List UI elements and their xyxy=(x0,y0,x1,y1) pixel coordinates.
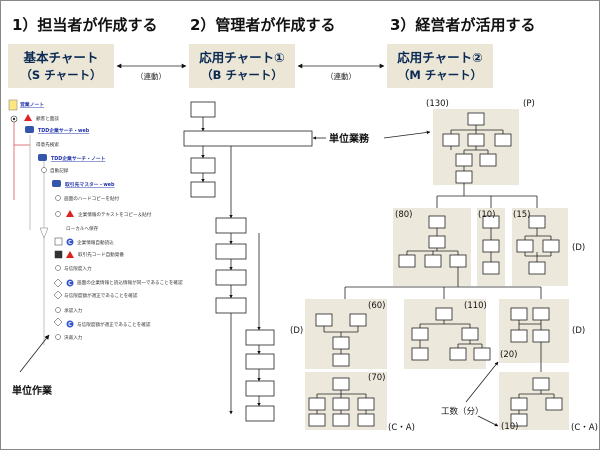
s-chart-subtitle: （S チャート） xyxy=(20,68,101,82)
s-step-1: TDD企業サーチ・web xyxy=(38,127,90,134)
unit-task-label: 単位作業 xyxy=(12,384,53,397)
man-hours-arrow-up xyxy=(465,361,499,403)
s-step-0: 顧客と面談 xyxy=(36,115,59,122)
s-step-7: 企業情報のテキストをコピー＆貼付 xyxy=(78,211,152,218)
m-chart-title-box: 応用チャート② （M チャート） xyxy=(387,44,493,88)
c-icon xyxy=(66,238,74,246)
decision-icon xyxy=(53,290,63,300)
decision-icon xyxy=(53,278,63,288)
b-chart-subtitle: （B チャート） xyxy=(201,68,283,82)
s-step-5: 取引先マスター・web xyxy=(65,181,115,188)
unit-work-arrow-right xyxy=(383,130,431,139)
b-chart-title: 応用チャート① xyxy=(199,50,284,65)
s-chart-title-text: 営業ノート xyxy=(20,101,44,108)
heading-step2: 2）管理者が作成する xyxy=(190,16,335,34)
m-value-110: (110) xyxy=(464,301,487,311)
unit-work-box xyxy=(183,130,313,147)
m-tag-p: (P) xyxy=(523,99,535,109)
link-label-s-b: （連動） xyxy=(136,71,166,81)
database-icon xyxy=(25,126,34,133)
heading-step1: 1）担当者が作成する xyxy=(12,16,157,34)
decision-icon xyxy=(53,317,63,327)
s-step-3: TDD企業サーチ・ノート xyxy=(51,155,106,162)
s-step-4: 自動記録 xyxy=(50,167,69,174)
s-step-2: 得意先検索 xyxy=(36,141,59,148)
merge-triangle-icon xyxy=(39,227,49,239)
m-chart-tree xyxy=(305,109,569,430)
man-hours-label: 工数（分） xyxy=(441,406,484,417)
c-icon xyxy=(66,320,74,328)
m-value-10a: (10) xyxy=(478,210,495,220)
s-chart-title-box: 基本チャート （S チャート） xyxy=(8,44,114,88)
m-chart-subtitle: （M チャート） xyxy=(398,68,482,82)
s-step-9: 企業情報自動読込 xyxy=(77,239,114,246)
s-step-10: 取引先コード自動発番 xyxy=(78,251,124,258)
svg-text:C: C xyxy=(68,322,72,328)
m-tag-ca1: (C・A) xyxy=(388,423,415,433)
s-step-14: 承認入力 xyxy=(64,307,83,314)
m-tag-d2: (D) xyxy=(290,326,303,336)
m-chart-title: 応用チャート② xyxy=(397,50,482,65)
heading-step3: 3）経営者が活用する xyxy=(390,16,535,34)
m-value-15: (15) xyxy=(513,210,530,220)
unit-task-arrow xyxy=(19,334,50,373)
m-tag-ca2: (C・A) xyxy=(571,423,598,433)
warning-icon xyxy=(24,114,32,121)
c-icon xyxy=(66,279,74,287)
database-icon xyxy=(38,154,47,161)
b-chart-flow xyxy=(183,101,313,422)
link-label-b-m: （連動） xyxy=(326,71,356,81)
s-step-15: 与信限度額が適正であることを確認 xyxy=(77,321,151,328)
warning-icon xyxy=(66,210,74,217)
man-hours-arrow-down xyxy=(477,415,499,427)
warning-icon xyxy=(66,251,74,258)
s-step-11: 与信限度入力 xyxy=(64,265,92,272)
m-tag-d1: (D) xyxy=(572,243,585,253)
s-step-13: 与信限度額が適正であることを確認 xyxy=(64,292,138,299)
svg-text:C: C xyxy=(68,281,72,287)
svg-text:C: C xyxy=(68,240,72,246)
s-chart-title: 基本チャート xyxy=(23,50,99,65)
m-value-80: (80) xyxy=(395,210,412,220)
database-icon xyxy=(52,180,61,187)
unit-work-label: 単位業務 xyxy=(329,132,370,145)
s-step-12: 画面の企業情報と読込情報が同一であることを確認 xyxy=(77,279,183,286)
m-value-20: (20) xyxy=(500,350,517,360)
s-step-16: 決裁入力 xyxy=(64,334,83,341)
m-value-70: (70) xyxy=(368,373,385,383)
s-chart-flow: 営業ノート 顧客と面談 TDD企業サーチ・web 得意先検索 TDD企業サーチ・… xyxy=(8,99,183,345)
s-step-8: ローカルへ保存 xyxy=(66,225,99,232)
m-value-60: (60) xyxy=(368,301,385,311)
m-tag-d3: (D) xyxy=(572,326,585,336)
b-chart-title-box: 応用チャート① （B チャート） xyxy=(189,44,295,88)
m-value-130: (130) xyxy=(426,99,449,109)
s-step-6: 画面のハードコピーを貼付 xyxy=(64,195,120,202)
m-value-10b: (10) xyxy=(501,422,518,432)
note-icon xyxy=(8,99,18,111)
